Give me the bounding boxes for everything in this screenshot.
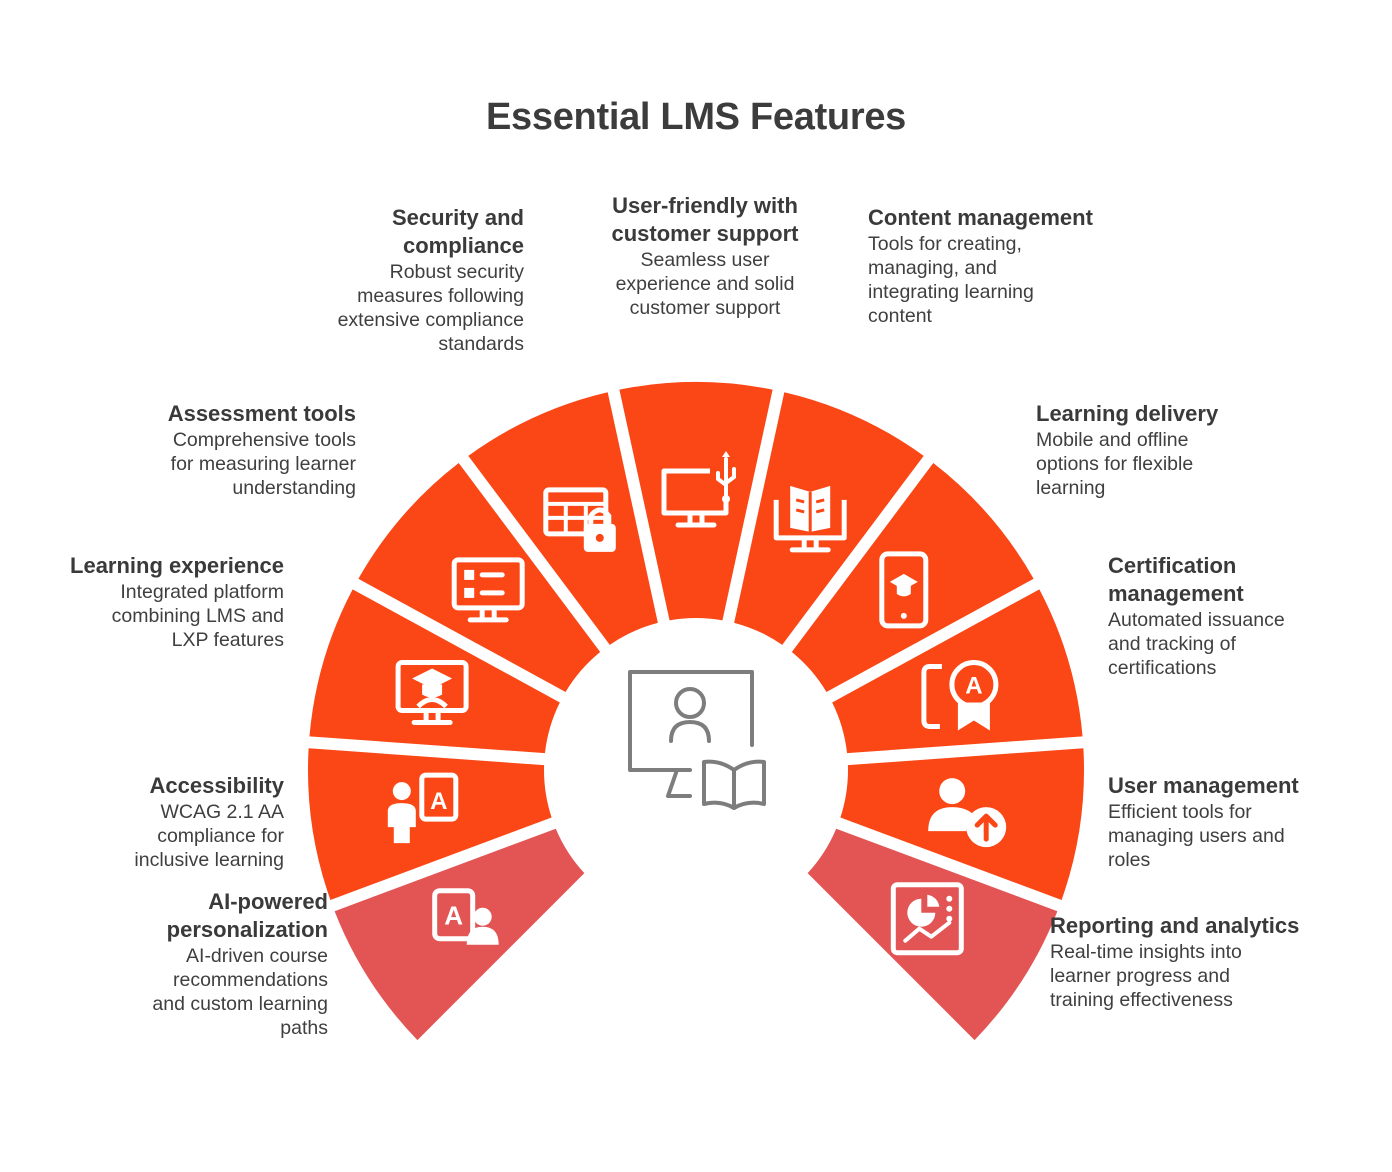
monitor-checklist-icon — [451, 557, 525, 623]
mobile-graduation-cap-icon — [879, 551, 929, 629]
feature-heading: Security and compliance — [391, 205, 524, 258]
svg-text:A: A — [444, 901, 463, 931]
monitor-graduate-icon — [395, 660, 469, 725]
feature-heading: Learning experience — [70, 553, 284, 578]
feature-heading: Reporting and analytics — [1050, 913, 1300, 938]
feature-heading: Learning delivery — [1036, 401, 1219, 426]
user-letter-a-board-icon: A — [432, 888, 499, 945]
feature-reporting-and-analytics: Reporting and analytics Real-time insigh… — [1050, 912, 1300, 1012]
feature-heading: User-friendly with customer support — [611, 193, 799, 246]
segment-ai-powered-personalization — [334, 828, 585, 1041]
feature-user-friendly-with-customer-support: User-friendly with customer support Seam… — [580, 192, 830, 320]
monitor-user-book-icon — [628, 670, 766, 810]
user-upload-icon — [928, 778, 1007, 848]
svg-text:A: A — [430, 788, 447, 815]
feature-heading: Content management — [868, 205, 1093, 230]
feature-ai-powered-personalization: AI-powered personalization AI-driven cou… — [78, 888, 328, 1040]
feature-content-management: Content management Tools for creating,ma… — [868, 204, 1118, 328]
feature-certification-management: Certification management Automated issua… — [1108, 552, 1358, 680]
feature-heading: Assessment tools — [167, 401, 356, 426]
diagram-title: Essential LMS Features — [486, 96, 906, 138]
segment-accessibility — [308, 748, 552, 900]
segment-learning-delivery — [791, 463, 1034, 692]
person-letter-a-sign-icon: A — [387, 772, 459, 844]
feature-heading: Accessibility — [149, 773, 284, 798]
tablet-award-badge-icon: A — [921, 660, 999, 731]
feature-heading: User management — [1108, 773, 1299, 798]
svg-text:A: A — [965, 673, 982, 700]
feature-heading: Certification management — [1108, 553, 1244, 606]
segment-user-friendly-with-customer-support — [619, 381, 773, 621]
monitor-book-icon — [773, 485, 847, 553]
monitor-usb-icon — [661, 451, 736, 528]
feature-heading: AI-powered personalization — [166, 889, 328, 942]
dashboard-pie-chart-icon — [890, 882, 964, 956]
table-lock-icon — [543, 487, 616, 552]
segment-assessment-tools — [358, 463, 601, 692]
feature-icons: A A A — [387, 451, 1007, 956]
